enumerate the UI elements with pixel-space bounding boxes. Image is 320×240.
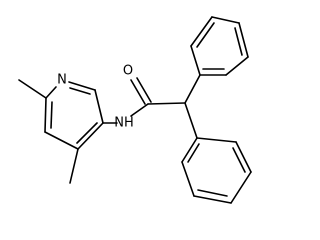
bond-upper-b-c [190, 16, 213, 47]
bond-n1-c2 [68, 81, 96, 91]
bond-upper-e-f [225, 56, 249, 76]
bond-c4-c5 [44, 131, 79, 150]
bond-upper-a-b [190, 45, 201, 76]
bond-methyl-c4 [69, 148, 79, 184]
methyl-groups [18, 79, 79, 184]
bond-lower-e-f [235, 141, 252, 173]
bond-c3-c4-inner [76, 122, 98, 144]
atom-label-ring-nitrogen: N [57, 73, 67, 88]
bond-lower-d-e [230, 171, 252, 204]
bond-upper-d-e-inner [234, 27, 243, 56]
atom-label-amide-nitrogen: NH [114, 116, 134, 131]
bond-lower-b-c [181, 161, 195, 197]
atom-label-carbonyl-oxygen: O [123, 64, 133, 79]
bond-upper-c-d [211, 16, 240, 24]
bond-lower-a-b [181, 137, 198, 163]
bond-n1-c2-inner [69, 87, 91, 95]
bond-lower-e-f-inner [232, 147, 246, 173]
bond-c3-c4 [77, 122, 104, 150]
bond-lower-f-a [196, 137, 237, 143]
bond-upper-d-e [238, 22, 249, 58]
bond-ch-phenyl-lower [184, 102, 198, 139]
bond-carbonyl-o [130, 79, 146, 105]
bond-carbonyl-ch [147, 102, 186, 105]
bond-c2-c3 [94, 89, 104, 124]
bond-lower-a-b-inner [187, 143, 200, 163]
bond-c5-c6 [44, 97, 47, 133]
bond-c6-n1 [45, 86, 57, 99]
bond-lower-c-d [193, 195, 232, 204]
bond-carbonyl-o-second [136, 77, 152, 103]
pyridine-ring [44, 81, 104, 150]
bond-ch-phenyl-upper [184, 74, 201, 104]
bond-lower-c-d-inner [197, 189, 228, 197]
chemical-structure-diagram: N NH O [18, 16, 252, 204]
amide-linkage [102, 77, 186, 124]
phenyl-lower [181, 102, 252, 204]
bond-c5-c6-inner [50, 101, 53, 129]
atom-labels: N NH O [57, 64, 134, 131]
bond-n-amide-carbonyl [130, 103, 149, 117]
bond-methyl-c6 [18, 79, 47, 99]
bond-upper-b-c-inner [196, 22, 215, 48]
phenyl-upper [184, 16, 249, 104]
